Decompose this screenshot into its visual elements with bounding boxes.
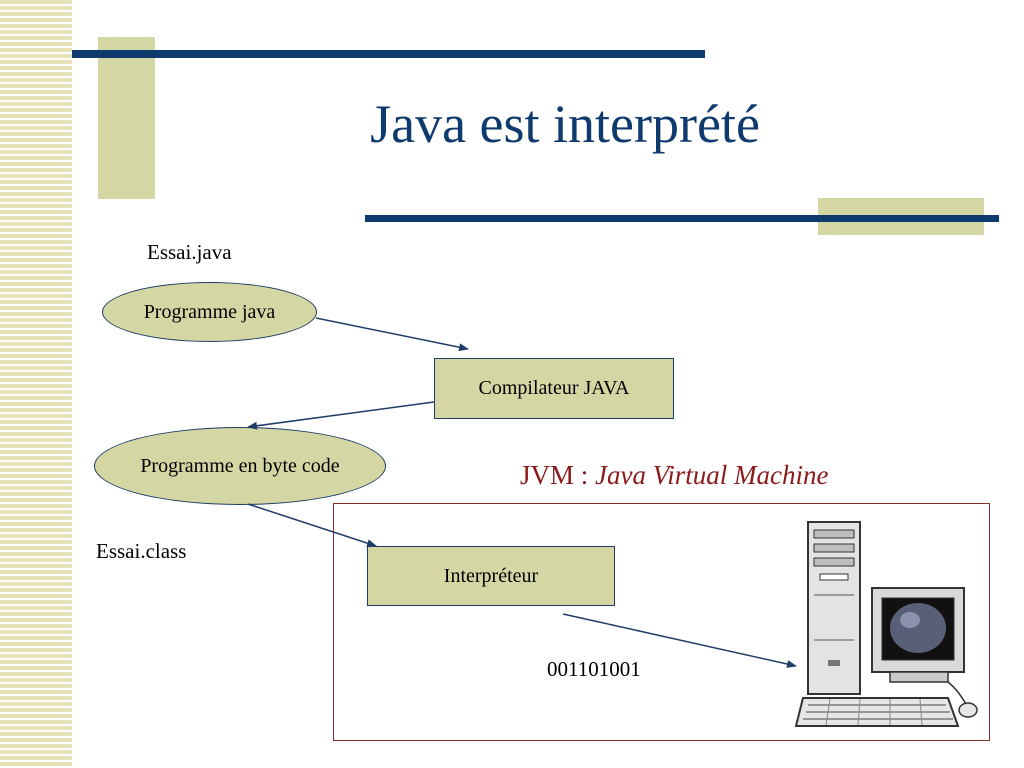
jvm-title: JVM : Java Virtual Machine xyxy=(520,462,828,489)
jvm-full-name: Java Virtual Machine xyxy=(595,460,829,490)
arrow-java-to-compiler xyxy=(315,317,469,352)
desktop-computer-icon xyxy=(794,521,978,727)
arrow-compiler-to-bytecode xyxy=(247,401,435,430)
arrow-interpreter-to-computer xyxy=(562,613,797,668)
compiler-node: Compilateur JAVA xyxy=(434,358,674,419)
jvm-box xyxy=(333,503,990,741)
left-stripe-decoration xyxy=(0,0,72,768)
title-block-left xyxy=(98,37,155,199)
java-program-node: Programme java xyxy=(102,282,317,342)
java-program-label: Programme java xyxy=(143,300,276,323)
title-bar-bottom xyxy=(365,215,999,222)
bytecode-program-node: Programme en byte code xyxy=(94,427,386,505)
class-file-label: Essai.class xyxy=(96,539,187,563)
binary-label: 001101001 xyxy=(547,657,641,681)
jvm-prefix: JVM : xyxy=(520,460,596,490)
title-bar-top xyxy=(72,50,705,58)
compiler-label: Compilateur JAVA xyxy=(478,377,630,399)
slide-title: Java est interprété xyxy=(370,94,760,154)
arrow-bytecode-to-interpreter xyxy=(247,503,377,547)
interpreter-label: Interpréteur xyxy=(443,564,539,587)
bytecode-program-label: Programme en byte code xyxy=(140,454,340,477)
interpreter-node: Interpréteur xyxy=(367,546,615,606)
source-file-label: Essai.java xyxy=(147,240,232,264)
